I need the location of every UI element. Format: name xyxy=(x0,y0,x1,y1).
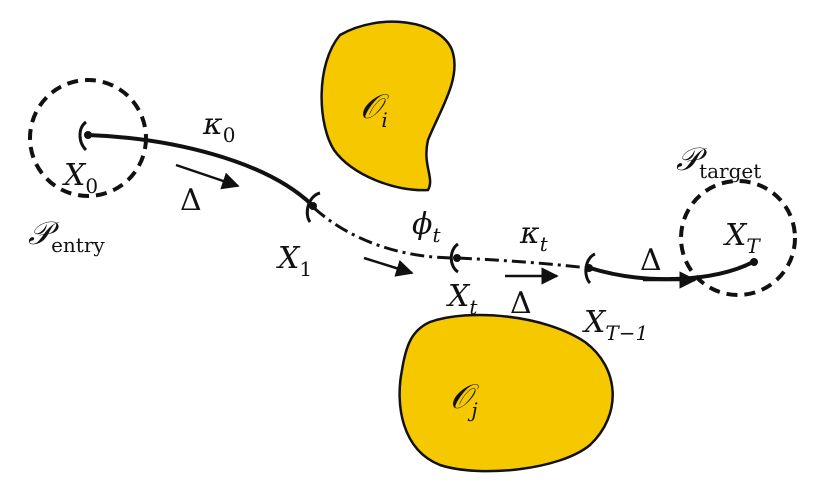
node-xt-dot xyxy=(453,254,461,262)
node-x1-dot xyxy=(309,202,317,210)
angle-phi-label: ϕt xyxy=(412,207,441,247)
node-x0-tick xyxy=(78,120,88,152)
target-region-circle xyxy=(679,179,797,297)
node-xt-label: Xt xyxy=(446,279,478,319)
node-xt-tick xyxy=(449,242,459,274)
curvature-kt-label: κt xyxy=(519,216,549,256)
node-x1-label: X1 xyxy=(276,241,312,281)
segment-xt-xtm1 xyxy=(457,256,589,270)
step-delta-label-1: Δ xyxy=(180,183,202,218)
node-xtm1-tick xyxy=(584,252,596,285)
curvature-k0-label: κ0 xyxy=(202,107,235,147)
entry-region-circle xyxy=(28,78,148,198)
segment-x1-xt xyxy=(313,206,457,260)
segment-x0-x1 xyxy=(87,133,314,207)
target-region-label: 𝒫target xyxy=(676,140,761,183)
step-arrow-1 xyxy=(175,163,240,190)
step-delta-label-3: Δ xyxy=(640,243,662,278)
node-xT-dot xyxy=(750,258,758,266)
node-x0-label: X0 xyxy=(62,158,98,198)
obstacle-j-shape xyxy=(398,313,614,473)
segment-xtm1-xT xyxy=(589,260,754,282)
entry-region-label: 𝒫entry xyxy=(28,214,105,257)
node-xtm1-label: XT−1 xyxy=(582,305,648,345)
obstacle-i-shape xyxy=(320,20,456,192)
step-delta-label-2: Δ xyxy=(510,286,532,321)
node-x1-tick xyxy=(305,191,321,223)
node-xT-label: XT xyxy=(723,218,761,258)
node-x0-dot xyxy=(84,131,92,139)
step-arrow-2 xyxy=(363,256,414,277)
